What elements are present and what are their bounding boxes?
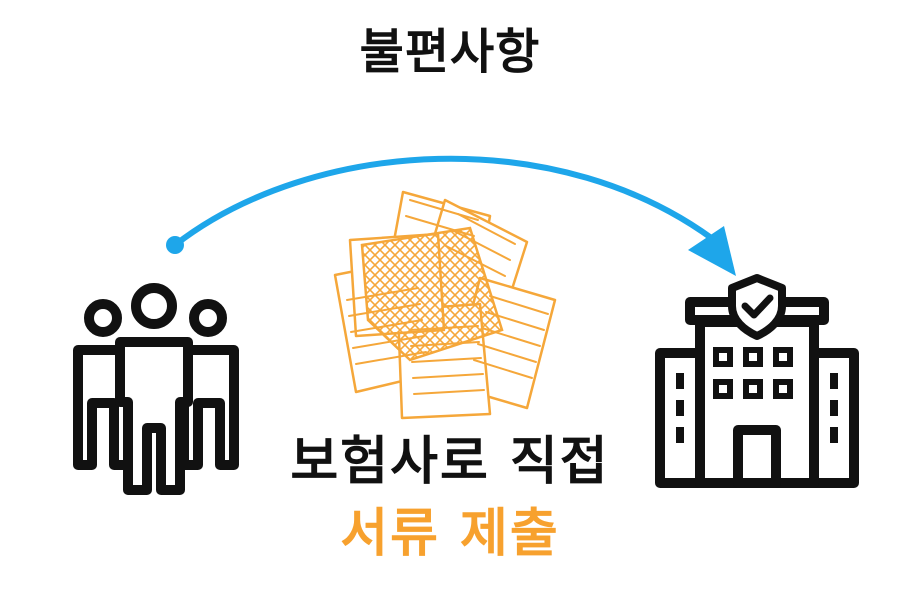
arrow-start-dot: [166, 236, 184, 254]
arrow-head: [688, 226, 736, 276]
caption-line-2: 서류 제출: [340, 504, 560, 564]
shield-check-icon: [728, 274, 786, 340]
arrow-curve: [172, 155, 725, 249]
diagram-title: 불편사항: [359, 24, 541, 80]
caption-line-1: 보험사로 직접: [290, 432, 610, 492]
